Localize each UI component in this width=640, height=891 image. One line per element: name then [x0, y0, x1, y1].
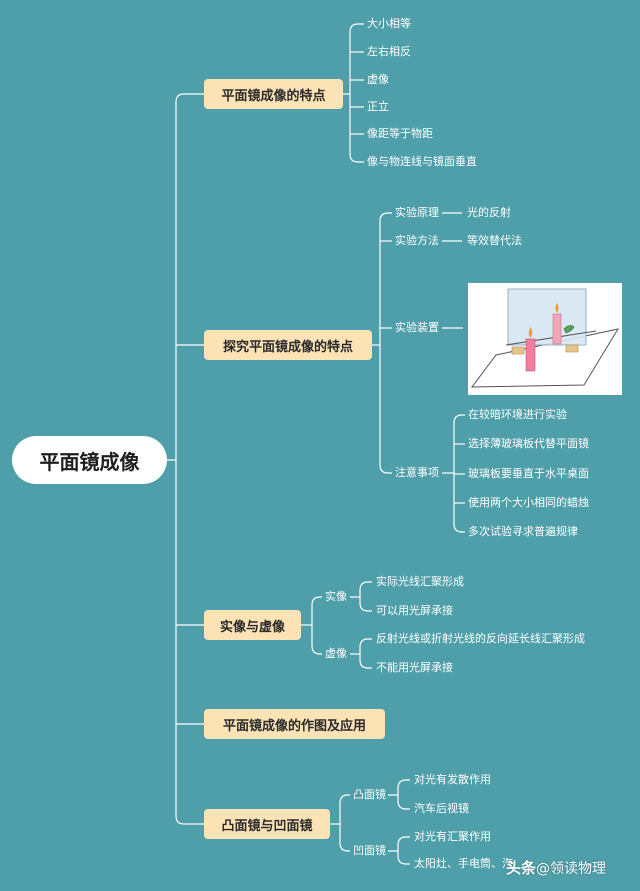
- concave-mirror-item: 对光有汇聚作用: [414, 830, 491, 843]
- note-item: 在较暗环境进行实验: [468, 408, 567, 421]
- feature-item: 左右相反: [367, 45, 411, 58]
- experiment-principle-label: 实验原理: [395, 206, 439, 219]
- feature-item: 正立: [367, 100, 389, 113]
- branch-mirror-image-features: 平面镜成像的特点: [204, 79, 343, 109]
- watermark: 头条@领读物理: [506, 857, 606, 878]
- real-image-label: 实像: [325, 590, 347, 603]
- feature-item: 像距等于物距: [367, 127, 433, 140]
- experiment-method-label: 实验方法: [395, 234, 439, 247]
- real-image-item: 实际光线汇聚形成: [376, 575, 464, 588]
- note-item: 选择薄玻璃板代替平面镜: [468, 437, 589, 450]
- virtual-image-label: 虚像: [325, 647, 347, 660]
- apparatus-illustration: [468, 283, 622, 395]
- virtual-image-item: 不能用光屏承接: [376, 661, 453, 674]
- root-node: 平面镜成像: [12, 436, 167, 484]
- note-item: 多次试验寻求普遍规律: [468, 525, 578, 538]
- branch-convex-concave-mirror: 凸面镜与凹面镜: [204, 809, 330, 839]
- branch-drawing-application: 平面镜成像的作图及应用: [204, 709, 385, 739]
- virtual-image-item: 反射光线或折射光线的反向延长线汇聚形成: [376, 632, 585, 645]
- experiment-notes-label: 注意事项: [395, 466, 439, 479]
- feature-item: 大小相等: [367, 17, 411, 30]
- convex-mirror-item: 对光有发散作用: [414, 773, 491, 786]
- concave-mirror-item: 太阳灶、手电筒、汽: [414, 857, 513, 870]
- note-item: 使用两个大小相同的蜡烛: [468, 496, 589, 509]
- feature-item: 虚像: [367, 73, 389, 86]
- branch-real-virtual-image: 实像与虚像: [204, 610, 301, 640]
- experiment-principle-value: 光的反射: [467, 206, 511, 219]
- experiment-method-value: 等效替代法: [467, 234, 522, 247]
- convex-mirror-item: 汽车后视镜: [414, 802, 469, 815]
- note-item: 玻璃板要垂直于水平桌面: [468, 467, 589, 480]
- convex-mirror-label: 凸面镜: [353, 788, 386, 801]
- real-image-item: 可以用光屏承接: [376, 604, 453, 617]
- watermark-account: @领读物理: [536, 861, 607, 877]
- concave-mirror-label: 凹面镜: [353, 844, 386, 857]
- experiment-apparatus-label: 实验装置: [395, 321, 439, 334]
- feature-item: 像与物连线与镜面垂直: [367, 155, 477, 168]
- watermark-brand: 头条: [506, 859, 537, 877]
- glass-plate-shape: [507, 288, 587, 346]
- branch-experiment: 探究平面镜成像的特点: [204, 330, 372, 360]
